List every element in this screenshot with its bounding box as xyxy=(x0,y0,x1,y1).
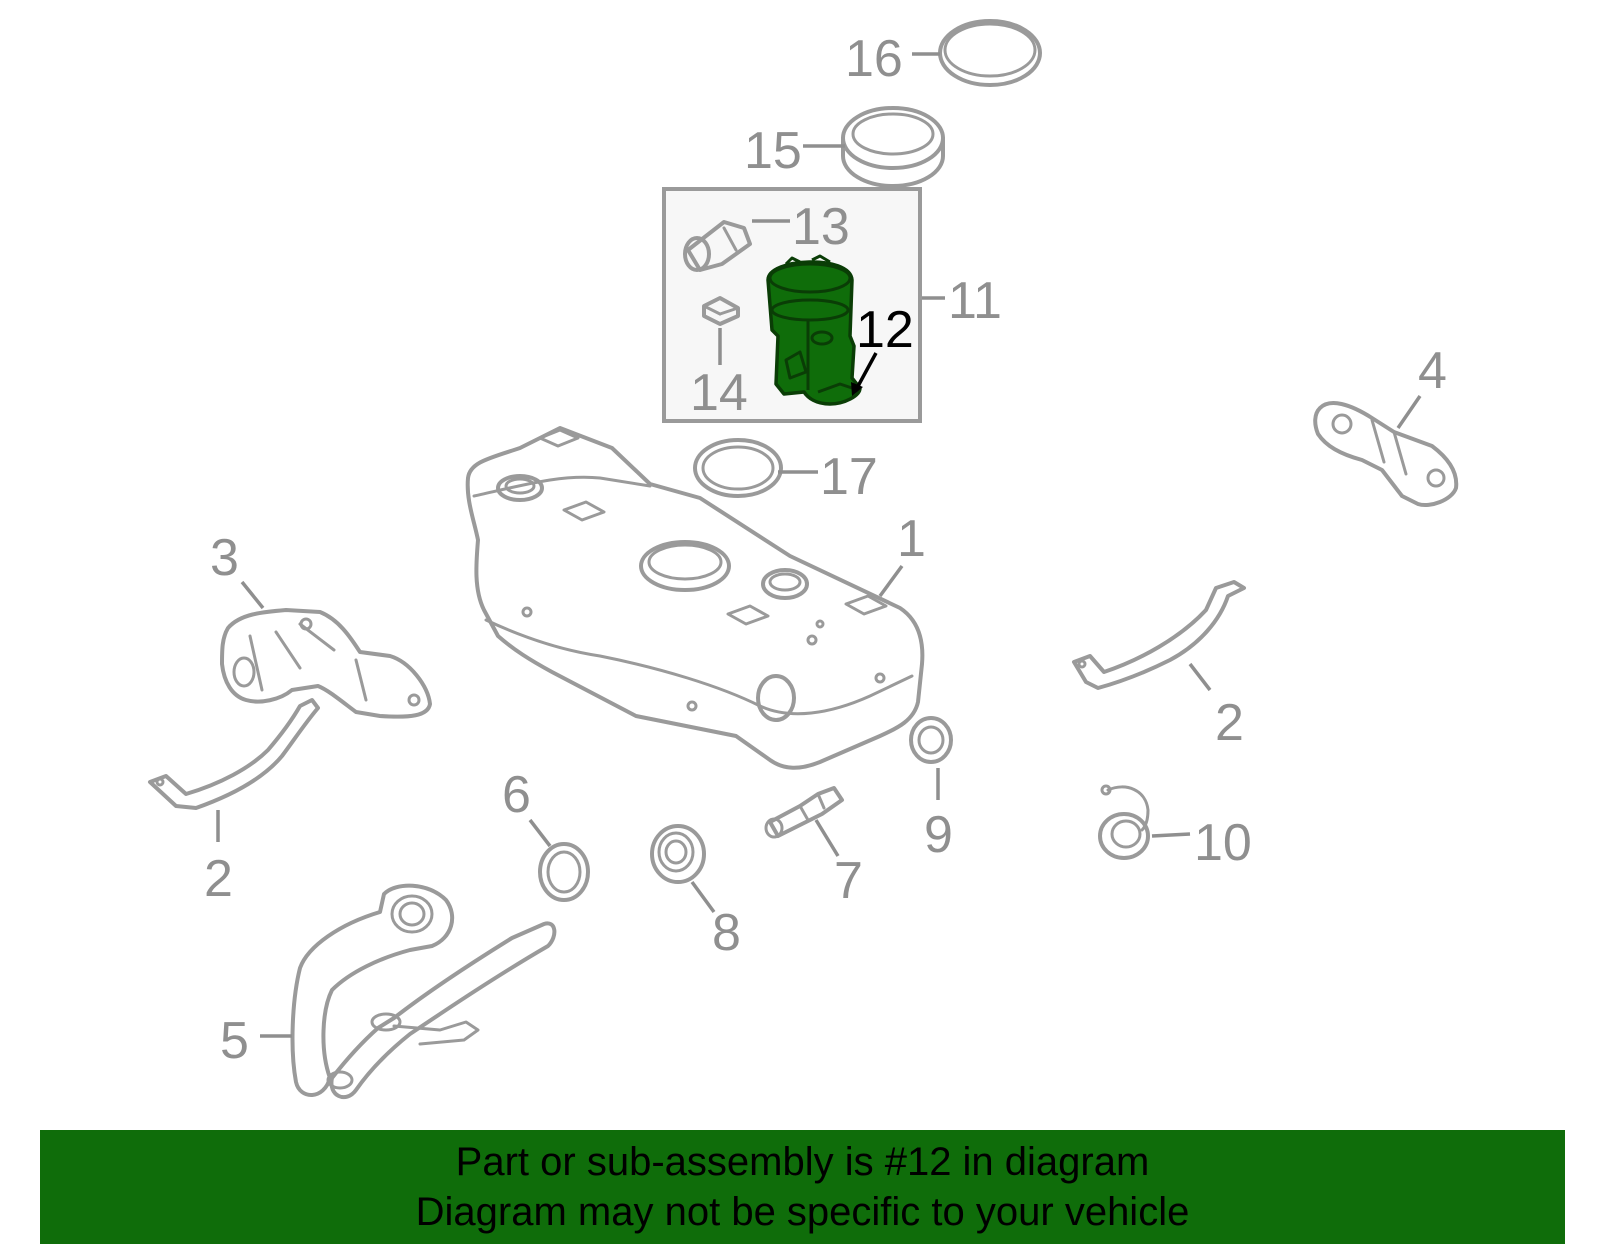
part-2-strap-left xyxy=(148,698,320,810)
callout-1: 1 xyxy=(897,510,926,568)
part-14-clip xyxy=(702,296,740,326)
info-banner: Part or sub-assembly is #12 in diagram D… xyxy=(40,1130,1565,1244)
part-4-heat-shield xyxy=(1313,401,1459,507)
callout-13: 13 xyxy=(792,198,850,256)
callout-16: 16 xyxy=(845,30,903,88)
leader-12-arrow xyxy=(851,382,863,396)
callout-5: 5 xyxy=(220,1012,249,1070)
callout-17: 17 xyxy=(820,448,878,506)
callout-7: 7 xyxy=(834,852,863,910)
part-1-fuel-tank xyxy=(465,426,925,770)
part-6-grommet xyxy=(538,842,590,902)
callout-3: 3 xyxy=(210,529,239,587)
banner-line-1: Part or sub-assembly is #12 in diagram xyxy=(455,1140,1150,1184)
leader-10 xyxy=(1151,832,1191,838)
callout-11: 11 xyxy=(948,272,1002,330)
leader-3 xyxy=(240,580,265,610)
part-3-heat-shield xyxy=(220,608,432,719)
callout-15: 15 xyxy=(744,122,802,180)
banner-line-2: Diagram may not be specific to your vehi… xyxy=(415,1190,1190,1234)
callout-10: 10 xyxy=(1194,814,1252,872)
callout-6: 6 xyxy=(502,766,531,824)
part-10-cap xyxy=(1098,784,1150,860)
callout-2b: 2 xyxy=(1215,694,1244,752)
part-12-fuel-pump-module xyxy=(766,254,862,406)
leader-12 xyxy=(855,352,878,389)
callout-8: 8 xyxy=(712,904,741,962)
part-9-o-ring xyxy=(909,716,953,764)
leader-6 xyxy=(528,818,552,848)
part-15-lock-ring xyxy=(841,106,945,188)
callout-9: 9 xyxy=(924,806,953,864)
callout-14: 14 xyxy=(690,364,748,422)
leader-1 xyxy=(878,564,904,598)
leader-8 xyxy=(690,880,716,914)
callout-4: 4 xyxy=(1418,342,1447,400)
leader-4 xyxy=(1396,395,1422,429)
part-16-seal-ring xyxy=(938,19,1042,87)
callout-12: 12 xyxy=(856,301,914,359)
part-13-connector xyxy=(683,220,752,272)
part-17-gasket xyxy=(693,438,783,498)
part-5-filler-pipe xyxy=(290,883,557,1100)
part-8-grommet xyxy=(650,824,706,884)
part-7-valve xyxy=(764,786,844,839)
callout-2a: 2 xyxy=(204,850,233,908)
part-2-strap-right xyxy=(1072,580,1246,690)
leader-2b xyxy=(1188,662,1212,692)
leader-7 xyxy=(814,819,840,857)
